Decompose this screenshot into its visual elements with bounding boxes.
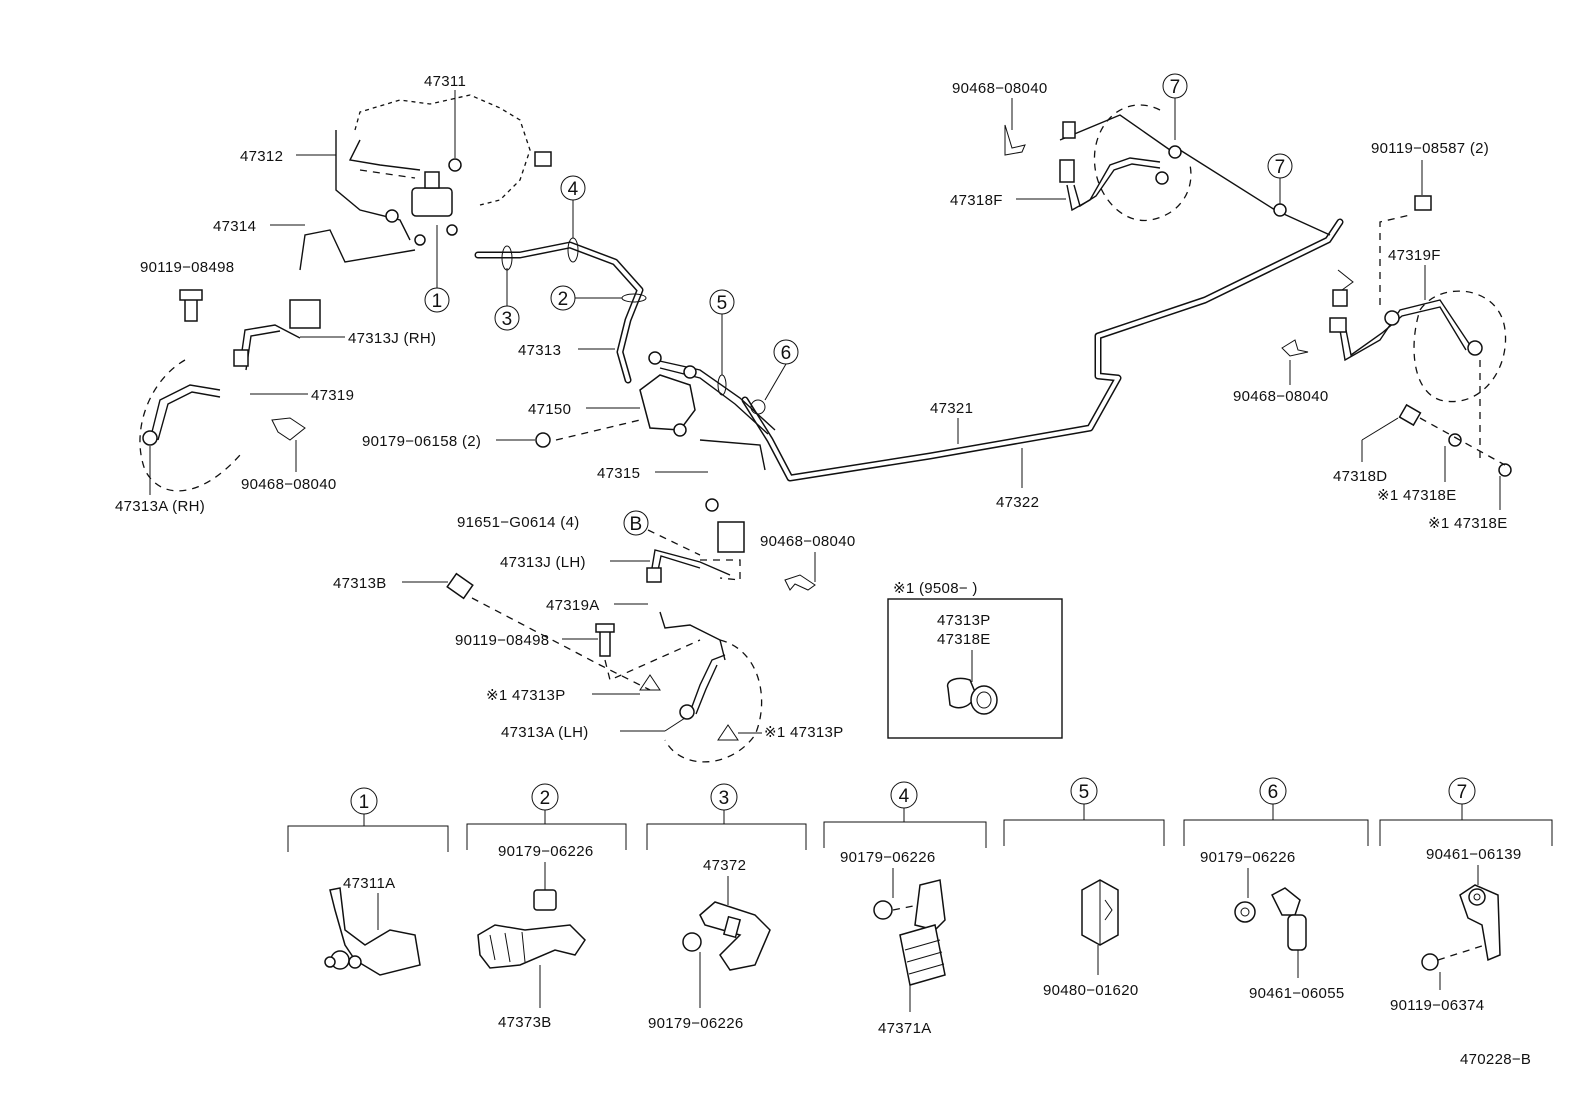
callout-markers: 1 2 3 4 5 6 7 7 B [424, 73, 1293, 556]
label-47321: 47321 [930, 400, 973, 417]
proportioning-valve-47311 [385, 151, 552, 246]
callout-7b: 7 [1275, 157, 1286, 178]
detail-1-number: 1 [359, 792, 370, 813]
main-brake-pipe-47321 [741, 218, 1344, 482]
detail-7-part-90119-06374: 90119−06374 [1390, 997, 1484, 1014]
label-47312: 47312 [240, 148, 283, 165]
detail-4-part-90179-06226: 90179−06226 [840, 849, 935, 866]
note-box: ※1 (9508− ) 47313P 47318E [887, 580, 1063, 739]
detail-5-part-90480-01620: 90480−01620 [1043, 982, 1138, 999]
callout-3: 3 [502, 309, 513, 330]
label-90468-08040-mid: 90468−08040 [760, 533, 855, 550]
detail-group-3: 3 47372 90179−06226 [646, 783, 807, 1032]
callout-7a: 7 [1170, 77, 1181, 98]
detail-group-7: 7 90461−06139 90119−06374 [1379, 777, 1553, 1014]
detail-6-part-90461-06055: 90461−06055 [1249, 985, 1344, 1002]
note-box-title: ※1 (9508− ) [893, 580, 978, 597]
label-47318F: 47318F [950, 192, 1003, 209]
note-box-line1: 47313P [937, 612, 991, 629]
pipe-to-rear-right [1059, 114, 1331, 236]
label-91651-G0614: 91651−G0614 (4) [457, 514, 580, 531]
label-47313B: 47313B [333, 575, 387, 592]
detail-4-number: 4 [899, 786, 910, 807]
label-47319: 47319 [311, 387, 354, 404]
detail-7-number: 7 [1457, 782, 1468, 803]
part-labels: 47311 47312 47314 90119−08498 47313J (RH… [115, 73, 1508, 741]
label-47315: 47315 [597, 465, 640, 482]
label-47313J-LH: 47313J (LH) [500, 554, 586, 571]
label-90119-08498-top: 90119−08498 [140, 259, 234, 276]
front-lh-brake-hose [446, 498, 763, 763]
rear-rh-brake-hose-47319F [1281, 195, 1512, 477]
label-90179-06158: 90179−06158 (2) [362, 433, 481, 450]
label-47319A: 47319A [546, 597, 600, 614]
clip-90468-08040-mid [784, 574, 816, 591]
label-47319F: 47319F [1388, 247, 1441, 264]
label-47313J-RH: 47313J (RH) [348, 330, 436, 347]
label-47314: 47314 [213, 218, 256, 235]
detail-3-number: 3 [719, 788, 730, 809]
label-47313P-right: ※1 47313P [764, 724, 844, 741]
label-47150: 47150 [528, 401, 571, 418]
front-rh-brake-hose [139, 289, 321, 492]
detail-3-part-90179-06226: 90179−06226 [648, 1015, 743, 1032]
label-90119-08587: 90119−08587 (2) [1371, 140, 1489, 157]
detail-4-part-47371A: 47371A [878, 1020, 932, 1037]
callout-1: 1 [432, 291, 443, 312]
callout-4: 4 [568, 179, 579, 200]
detail-2-part-90179-06226: 90179−06226 [498, 843, 593, 860]
detail-group-2: 2 90179−06226 47373B [466, 783, 627, 1031]
detail-2-part-47373B: 47373B [498, 1014, 552, 1031]
label-90468-08040-left: 90468−08040 [241, 476, 336, 493]
label-47313: 47313 [518, 342, 561, 359]
label-47318E-a: ※1 47318E [1377, 487, 1457, 504]
callout-2: 2 [558, 289, 569, 310]
master-cylinder-outline [335, 94, 531, 241]
detail-5-number: 5 [1079, 782, 1090, 803]
label-90119-08498-low: 90119−08498 [455, 632, 549, 649]
label-47313A-LH: 47313A (LH) [501, 724, 589, 741]
label-47313P-left: ※1 47313P [486, 687, 566, 704]
detail-group-1: 1 47311A [287, 787, 449, 976]
label-90468-08040-right: 90468−08040 [1233, 388, 1328, 405]
label-47311: 47311 [424, 73, 466, 90]
detail-2-number: 2 [540, 788, 551, 809]
callout-6: 6 [781, 343, 792, 364]
label-90468-08040-topright: 90468−08040 [952, 80, 1047, 97]
detail-3-part-47372: 47372 [703, 857, 746, 874]
detail-6-part-90179-06226: 90179−06226 [1200, 849, 1295, 866]
callout-5: 5 [717, 293, 728, 314]
detail-group-5: 5 90480−01620 [1003, 777, 1165, 999]
detail-1-part-47311A: 47311A [343, 875, 395, 892]
label-47313A-RH: 47313A (RH) [115, 498, 205, 515]
rear-lh-brake-hose-47318F [1004, 104, 1287, 222]
detail-group-6: 6 90179−06226 90461−06055 [1183, 777, 1369, 1002]
note-box-line2: 47318E [937, 631, 991, 648]
callout-B: B [630, 514, 643, 535]
brake-unit-47150 [535, 351, 697, 448]
main-brake-pipe-47313 [474, 241, 644, 384]
detail-7-part-90461-06139: 90461−06139 [1426, 846, 1521, 863]
label-47318D: 47318D [1333, 468, 1387, 485]
pipe-47314 [299, 229, 416, 271]
figure-code: 470228−B [1460, 1051, 1531, 1068]
detail-6-number: 6 [1268, 782, 1279, 803]
label-47318E-b: ※1 47318E [1428, 515, 1508, 532]
detail-group-4: 4 90179−06226 47371A [823, 781, 987, 1037]
label-47322: 47322 [996, 494, 1039, 511]
